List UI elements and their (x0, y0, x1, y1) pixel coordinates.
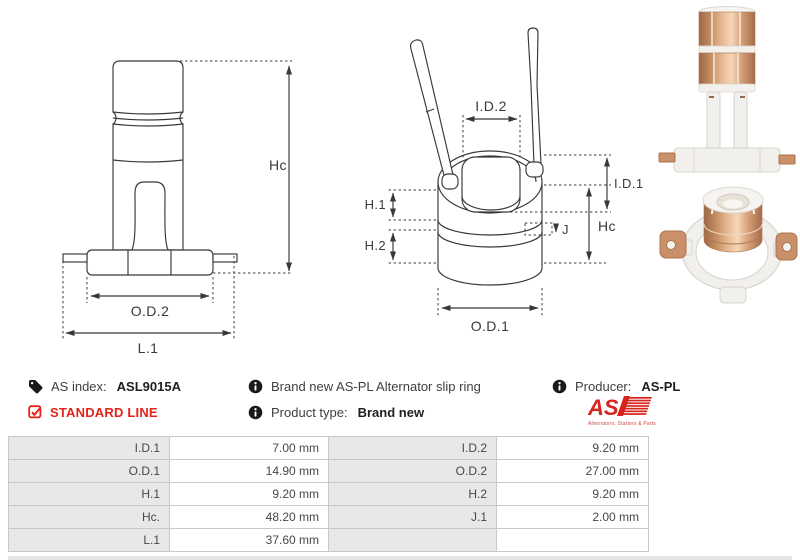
dim-value-cell: 27.00 mm (496, 459, 649, 483)
dim-value-cell: 48.20 mm (169, 505, 329, 529)
standard-line-row: STANDARD LINE (28, 404, 158, 420)
as-index-row: AS index: ASL9015A (28, 378, 181, 394)
dim-label-h2: H.2 (365, 238, 386, 253)
dim-label-cell: O.D.2 (328, 459, 497, 483)
dim-label-cell: J.1 (328, 505, 497, 529)
producer-value: AS-PL (641, 378, 681, 394)
producer-row: Producer: AS-PL (552, 378, 680, 394)
dim-value-cell: 2.00 mm (496, 505, 649, 529)
dim-label-cell: Hc. (8, 505, 170, 529)
standard-line-label: STANDARD LINE (50, 404, 158, 420)
dim-value-cell: 14.90 mm (169, 459, 329, 483)
dim-label-j: J (562, 222, 569, 237)
dim-value-cell: 37.60 mm (169, 528, 329, 552)
dim-label-cell (328, 528, 497, 552)
next-section-edge (8, 556, 792, 560)
dim-label-cell: L.1 (8, 528, 170, 552)
table-row: O.D.1 14.90 mm O.D.2 27.00 mm (8, 459, 649, 483)
tag-icon (29, 379, 43, 393)
dim-label-id2: I.D.2 (475, 98, 507, 114)
dim-label-hc: Hc (269, 157, 287, 173)
table-row: Hc. 48.20 mm J.1 2.00 mm (8, 505, 649, 529)
dim-label-cell: O.D.1 (8, 459, 170, 483)
product-type-label: Product type: (271, 404, 348, 420)
description-row: Brand new AS-PL Alternator slip ring (248, 378, 481, 394)
info-icon (552, 379, 567, 393)
side-view-drawing: Hc O.D.2 L.1 (62, 60, 292, 356)
dim-value-cell: 9.20 mm (169, 482, 329, 506)
checkbox-check-icon (28, 405, 42, 419)
dim-label-hc-front: Hc (598, 218, 616, 234)
dim-label-id1: I.D.1 (614, 176, 643, 191)
table-row: I.D.1 7.00 mm I.D.2 9.20 mm (8, 436, 649, 460)
as-index-label: AS index: (51, 378, 107, 394)
front-view-drawing: I.D.2 I.D.1 Hc J H.1 H.2 O.D.1 (365, 27, 643, 334)
info-icon (248, 379, 263, 393)
product-type-row: Product type: Brand new (248, 404, 424, 420)
dim-label-cell: H.1 (8, 482, 170, 506)
dim-label-cell: I.D.2 (328, 436, 497, 460)
description-text: Brand new AS-PL Alternator slip ring (271, 378, 481, 394)
dim-label-cell: H.2 (328, 482, 497, 506)
logo-tagline: Alternators, Starters & Parts (588, 421, 656, 427)
dim-label-h1: H.1 (365, 197, 386, 212)
dim-value-cell: 7.00 mm (169, 436, 329, 460)
dim-label-od1: O.D.1 (471, 318, 510, 334)
info-icon (248, 405, 263, 419)
producer-label: Producer: (575, 378, 632, 394)
table-row: H.1 9.20 mm H.2 9.20 mm (8, 482, 649, 506)
dim-value-cell: 9.20 mm (496, 436, 649, 460)
dim-value-cell (496, 528, 649, 552)
as-index-value: ASL9015A (116, 378, 181, 394)
dim-label-l1: L.1 (138, 340, 159, 356)
product-type-value: Brand new (357, 404, 425, 420)
dim-label-od2: O.D.2 (131, 303, 170, 319)
dim-label-cell: I.D.1 (8, 436, 170, 460)
table-row: L.1 37.60 mm (8, 528, 649, 552)
dimensions-table: I.D.1 7.00 mm I.D.2 9.20 mm O.D.1 14.90 … (8, 436, 649, 552)
logo-as-text: AS (587, 395, 619, 420)
product-photo (658, 6, 798, 304)
dim-value-cell: 9.20 mm (496, 482, 649, 506)
as-pl-logo: AS Alternators, Starters & Parts (587, 395, 656, 427)
